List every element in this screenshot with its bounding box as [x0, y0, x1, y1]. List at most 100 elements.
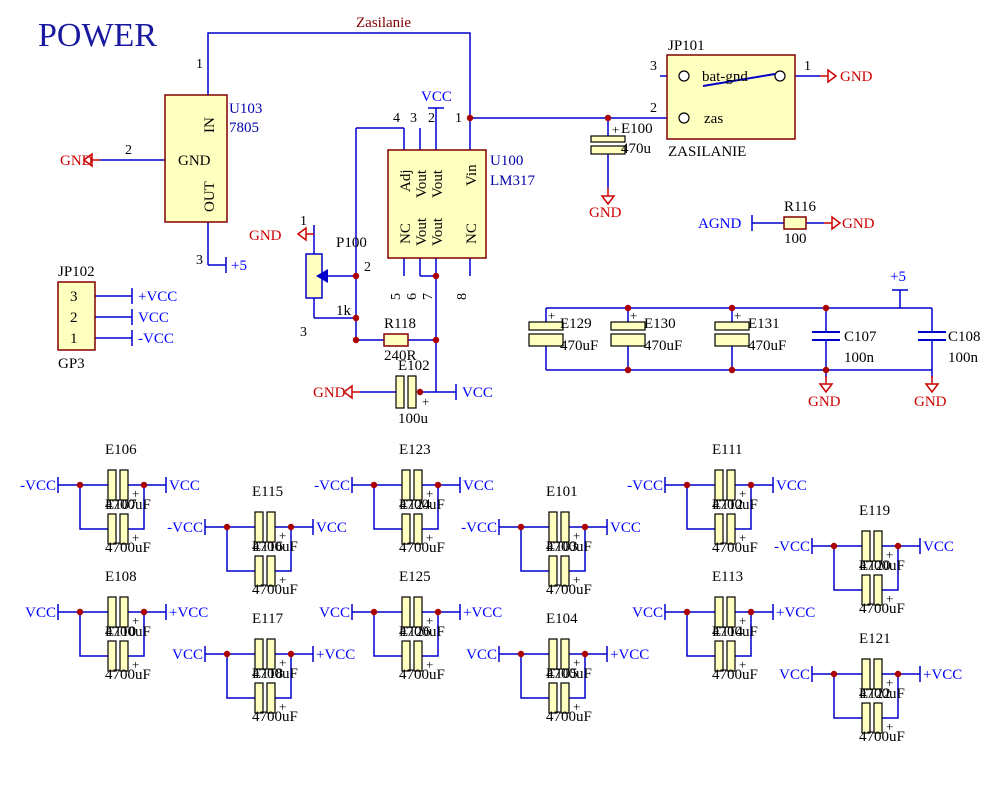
jp101-switch: bat-gnd zas JP101 ZASILANIE 3 1 2 — [650, 38, 811, 160]
junction-dot — [76, 608, 84, 616]
polarity-mark: + — [612, 122, 619, 137]
jp102-value: GP3 — [58, 356, 85, 372]
bank-cap-ref: E113 — [712, 569, 743, 585]
net-label-gnd: GND — [842, 216, 875, 232]
junction-dot — [434, 608, 442, 616]
junction-dot — [223, 523, 231, 531]
jp102-connector: 3 2 1 JP102 GP3 — [57, 264, 96, 372]
bank-net-label: VCC — [776, 478, 807, 494]
bank-cap-ref: E111 — [712, 442, 743, 458]
net-label-zasilanie: Zasilanie — [356, 15, 411, 31]
u100-pin-label: NC — [398, 223, 414, 244]
net-label-agnd: AGND — [698, 216, 741, 232]
capacitor-plate — [714, 469, 724, 501]
bank-cap-ref: E124 — [399, 497, 431, 513]
polarity-mark: + — [132, 657, 139, 672]
junction-dot — [683, 608, 691, 616]
bank-cap-ref: E120 — [859, 558, 891, 574]
filter-cap-ref: C108 — [948, 329, 981, 345]
capacitor-plate — [107, 596, 117, 628]
junction-dot — [370, 481, 378, 489]
bank-cap-value: 4700uF — [546, 666, 592, 682]
bank-cap-value: 4700uF — [712, 624, 758, 640]
capacitor-plate — [873, 574, 883, 606]
capacitor-plate — [254, 511, 264, 543]
e131-capacitor: + E131 470uF — [714, 308, 786, 354]
bank-cap-ref: E107 — [105, 497, 137, 513]
junction-dot — [747, 481, 755, 489]
junction-dot — [517, 650, 525, 658]
capacitor-plate — [714, 640, 724, 672]
bank-cap-ref: E114 — [712, 624, 744, 640]
bank-cap-value: 4700uF — [546, 582, 592, 598]
u100-pin-label: Vout — [414, 217, 430, 246]
e100-capacitor: + E100 470u — [590, 121, 653, 157]
e102-capacitor: + E102 100u — [395, 358, 430, 427]
junction-dot — [287, 523, 295, 531]
junction-dot — [683, 481, 691, 489]
polarity-mark: + — [886, 591, 893, 606]
c108-capacitor: C108 100n — [918, 329, 981, 366]
polarity-mark: + — [573, 655, 580, 670]
capacitor-plate — [861, 702, 871, 734]
p100-ref: P100 — [336, 235, 367, 251]
filter-cap-ref: E129 — [560, 316, 592, 332]
bank-cap-ref: E119 — [859, 503, 890, 519]
bank-cap-ref: E123 — [399, 442, 431, 458]
junction-dot — [581, 650, 589, 658]
u100-pin-number: 5 — [389, 293, 404, 300]
r118-ref: R118 — [384, 316, 416, 332]
bank-cap-ref: E105 — [546, 666, 578, 682]
bank-net-label: +VCC — [610, 647, 649, 663]
polarity-mark: + — [279, 528, 286, 543]
junction-dot — [830, 542, 838, 550]
capacitor-plate — [107, 469, 117, 501]
jp101-ref: JP101 — [668, 38, 705, 54]
u103-pin-in: IN — [202, 117, 218, 133]
bank-net-label: VCC — [466, 647, 497, 663]
capacitor-plate — [861, 530, 871, 562]
gnd-symbol — [925, 375, 939, 393]
bank-net-label: -VCC — [314, 478, 350, 494]
net-label-gnd: GND — [60, 153, 93, 169]
polarity-mark: + — [426, 613, 433, 628]
polarity-mark: + — [132, 613, 139, 628]
bank-cap-value: 4700uF — [546, 709, 592, 725]
gnd-symbol — [343, 385, 361, 399]
u100-ref: U100 — [490, 153, 523, 169]
u103-value: 7805 — [229, 120, 259, 136]
junction-dot — [434, 481, 442, 489]
u100-pin-number: 2 — [428, 111, 435, 126]
net-bars — [131, 107, 908, 400]
bank-cap-value: 4700uF — [105, 540, 151, 556]
bank-cap-ref: E115 — [252, 484, 283, 500]
capacitor-plate — [861, 574, 871, 606]
u103-regulator: IN GND OUT U103 7805 1 2 3 — [125, 57, 262, 268]
filter-cap-value: 470uF — [748, 338, 786, 354]
bank-cap-value: 4700uF — [105, 624, 151, 640]
bank-cap-value: 4700uF — [859, 686, 905, 702]
bank-cap-ref: E118 — [252, 666, 283, 682]
capacitor-plate — [726, 640, 736, 672]
junction-dot — [140, 608, 148, 616]
u103-ref: U103 — [229, 101, 262, 117]
u100-pin-number: 3 — [410, 111, 417, 126]
bank-cap-value: 4700uF — [859, 601, 905, 617]
jp102-pin: 1 — [70, 331, 78, 347]
net-label-plus-vcc: +VCC — [138, 289, 177, 305]
bank-cap-ref: E108 — [105, 569, 137, 585]
capacitor-plate — [873, 658, 883, 690]
jp102-ref: JP102 — [58, 264, 95, 280]
bank-net-label: -VCC — [167, 520, 203, 536]
polarity-mark: + — [739, 657, 746, 672]
bank-net-label: VCC — [610, 520, 641, 536]
e100-ref: E100 — [621, 121, 653, 137]
bank-cap-ref: E122 — [859, 686, 891, 702]
jp101-value: ZASILANIE — [668, 144, 746, 160]
